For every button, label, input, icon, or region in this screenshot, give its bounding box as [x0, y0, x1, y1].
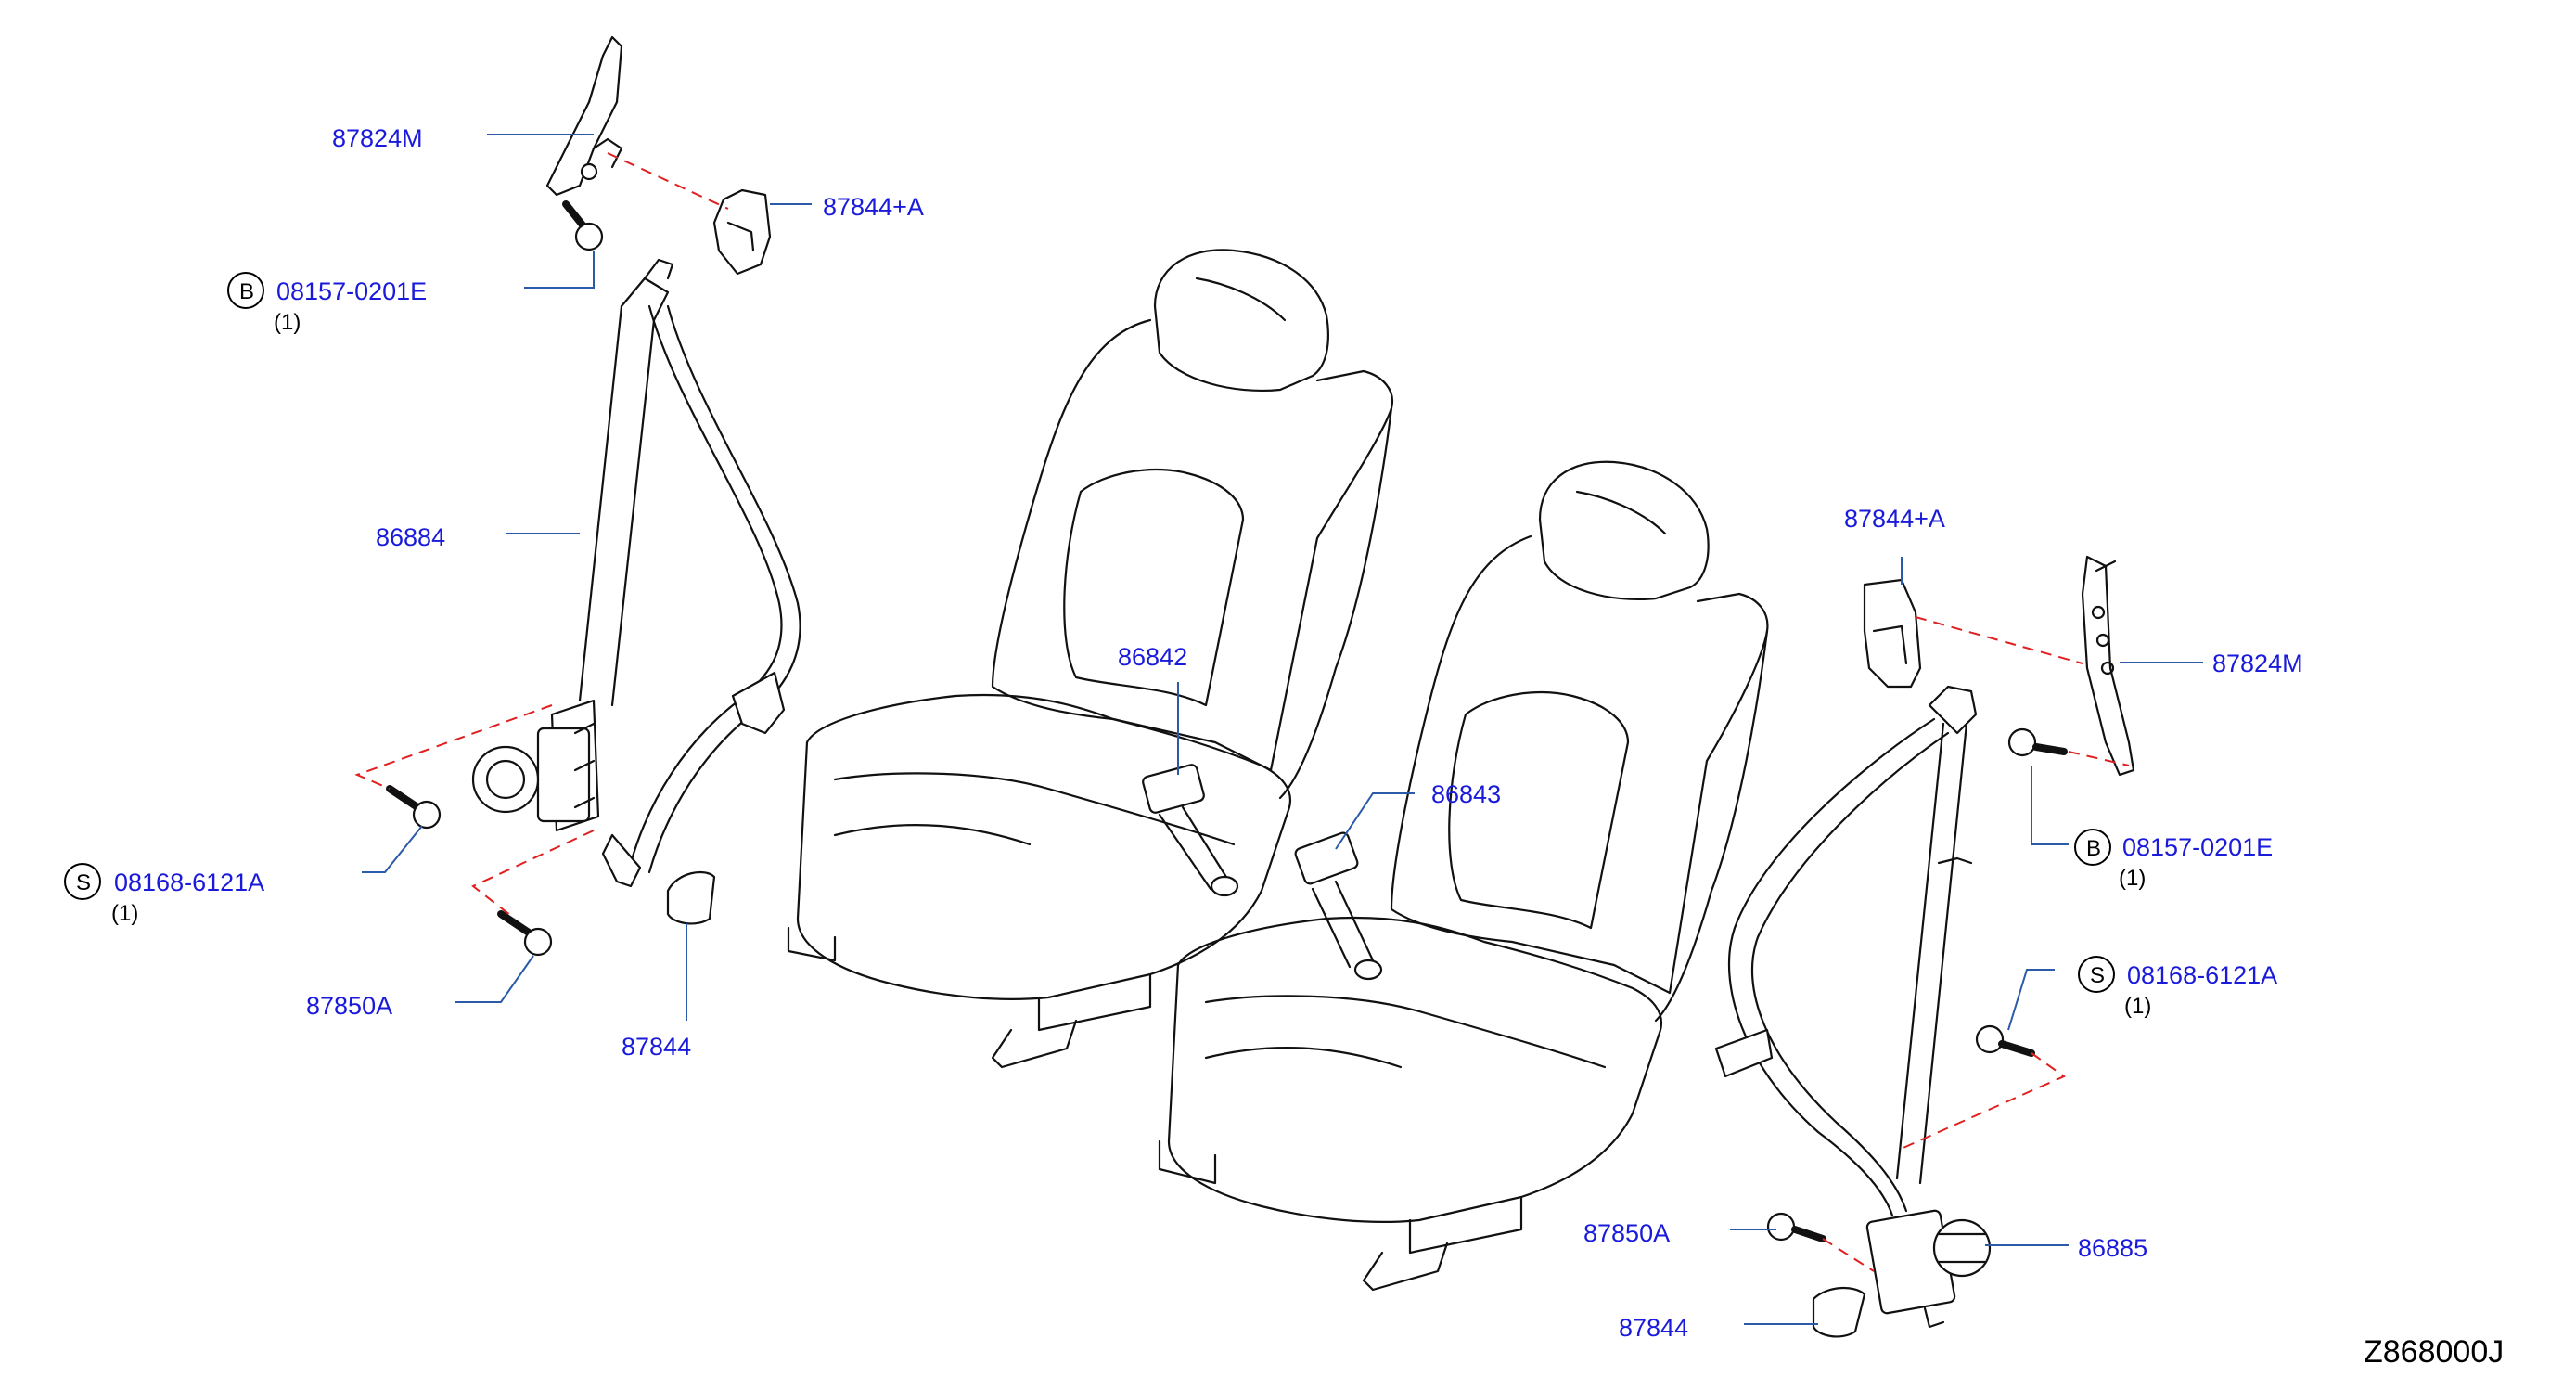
qty-bolt-b-right: (1) [2119, 866, 2146, 891]
right-bolt-s-drawing [1975, 1024, 2035, 1057]
qty-bolt-b-left: (1) [274, 310, 301, 335]
bolt-b-symbol-icon [2074, 829, 2111, 866]
bolt-b-symbol-icon [227, 272, 264, 309]
right-belt-drawing [1714, 685, 1992, 1329]
right-cover-a-drawing [1863, 578, 1922, 688]
right-bolt-b-drawing [2007, 727, 2068, 757]
callout-bolt-b-left[interactable]: B 08157-0201E (1) [227, 272, 427, 335]
diagram-code: Z868000J [2364, 1334, 2504, 1370]
bolt-s-symbol-icon [64, 863, 101, 900]
callout-87850a-left[interactable]: 87850A [306, 992, 392, 1020]
left-cover-a-drawing [712, 188, 772, 276]
dashed-reference-lines [354, 152, 2130, 1272]
callout-08157-0201e-left[interactable]: 08157-0201E [276, 277, 427, 305]
callout-bolt-b-right[interactable]: B 08157-0201E (1) [2074, 829, 2273, 891]
callout-87844a-left[interactable]: 87844+A [823, 193, 924, 221]
right-seat-drawing [1158, 460, 1769, 1292]
buckle-right-drawing [1294, 831, 1383, 981]
bolt-b-letter: B [2086, 836, 2101, 861]
bolt-s-letter: S [76, 870, 91, 895]
bolt-s-symbol-icon [2078, 956, 2115, 993]
callout-08168-6121a-right[interactable]: 08168-6121A [2127, 961, 2277, 989]
qty-bolt-s-right: (1) [2124, 994, 2151, 1019]
callout-08168-6121a-left[interactable]: 08168-6121A [114, 869, 264, 896]
callout-bolt-s-left[interactable]: S 08168-6121A (1) [64, 863, 264, 926]
callout-87844a-right[interactable]: 87844+A [1844, 505, 1945, 533]
leader-lines [362, 134, 2203, 1325]
qty-bolt-s-left: (1) [111, 901, 138, 926]
callout-86842[interactable]: 86842 [1118, 643, 1187, 671]
left-bracket-drawing [545, 35, 623, 197]
callout-86885[interactable]: 86885 [2078, 1234, 2147, 1262]
right-bracket-drawing [2081, 555, 2135, 777]
right-cover-drawing [1812, 1286, 1866, 1338]
left-bolt-s-drawing [386, 785, 442, 830]
callout-87850a-right[interactable]: 87850A [1583, 1219, 1670, 1247]
left-bolt-b-drawing [562, 200, 604, 251]
callout-86843[interactable]: 86843 [1431, 780, 1501, 808]
callout-87844-left[interactable]: 87844 [622, 1033, 691, 1061]
right-anchor-bolt-drawing [1766, 1212, 1826, 1242]
left-seat-drawing [787, 249, 1394, 1069]
callout-87824m-left[interactable]: 87824M [332, 124, 423, 152]
callout-87824m-right[interactable]: 87824M [2212, 650, 2303, 677]
bolt-b-letter: B [239, 279, 254, 304]
buckle-left-drawing [1142, 764, 1239, 897]
callout-87844-right[interactable]: 87844 [1619, 1314, 1688, 1342]
callout-86884[interactable]: 86884 [376, 523, 445, 551]
bolt-s-letter: S [2090, 963, 2105, 988]
left-anchor-bolt-drawing [497, 910, 553, 957]
left-cover-drawing [666, 870, 716, 925]
left-belt-drawing [471, 258, 801, 888]
callout-bolt-s-right[interactable]: S 08168-6121A (1) [2078, 956, 2277, 1019]
callout-08157-0201e-right[interactable]: 08157-0201E [2122, 833, 2273, 861]
